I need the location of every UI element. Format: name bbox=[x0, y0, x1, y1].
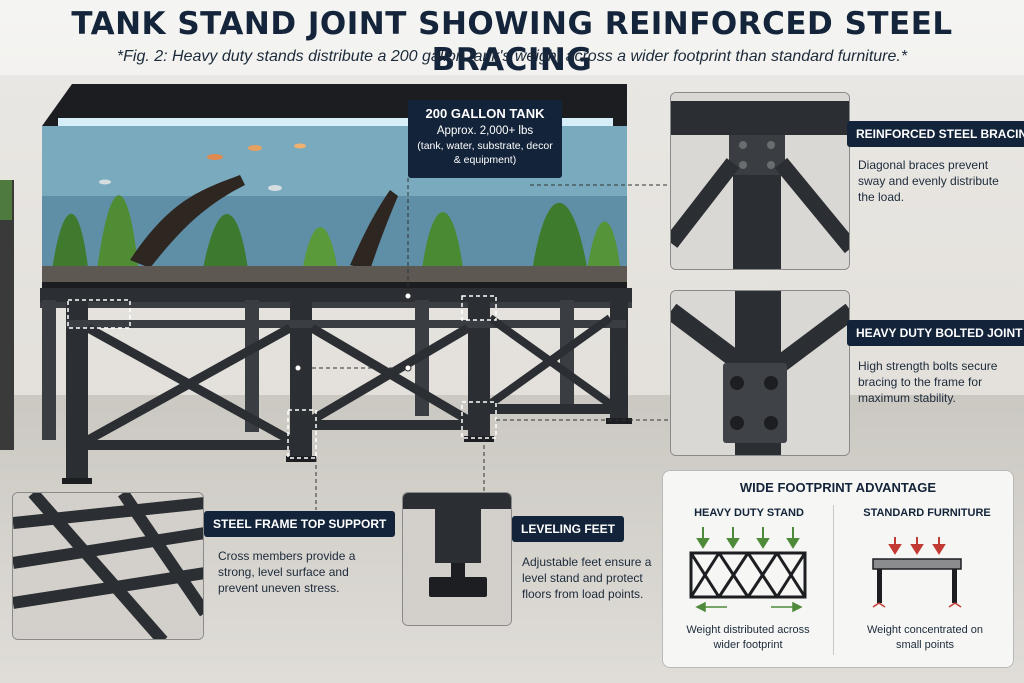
heavy-duty-caption: Weight distributed across wider footprin… bbox=[686, 624, 810, 651]
tank-label-box: 200 GALLON TANK Approx. 2,000+ lbs (tank… bbox=[408, 100, 562, 178]
tank-heading: 200 GALLON TANK bbox=[425, 106, 545, 121]
tank-weight: Approx. 2,000+ lbs bbox=[436, 125, 534, 137]
heavy-duty-label: HEAVY DUTY STAND bbox=[694, 507, 804, 519]
aquarium-tank bbox=[42, 84, 627, 288]
tank-contents: (tank, water, substrate, decor & equipme… bbox=[417, 140, 553, 166]
standard-furniture-label: STANDARD FURNITURE bbox=[863, 507, 991, 519]
heavy-duty-stand-icon bbox=[689, 551, 807, 599]
top-support-label: STEEL FRAME TOP SUPPORT bbox=[204, 511, 396, 537]
leader-lines bbox=[298, 178, 670, 510]
bracing-description: Diagonal braces prevent sway and evenly … bbox=[858, 158, 999, 204]
standard-furniture-icon bbox=[872, 558, 962, 603]
plant-decor bbox=[0, 180, 12, 220]
top-support-closeup bbox=[13, 493, 203, 639]
panel-divider bbox=[833, 505, 834, 655]
footprint-comparison-panel: WIDE FOOTPRINT ADVANTAGE HEAVY DUTY STAN… bbox=[662, 470, 1014, 668]
page-subtitle: *Fig. 2: Heavy duty stands distribute a … bbox=[116, 48, 908, 65]
bolted-joint-description: High strength bolts secure bracing to th… bbox=[858, 359, 998, 405]
standard-furniture-caption: Weight concentrated on small points bbox=[867, 624, 983, 651]
distributed-load-arrows bbox=[696, 527, 800, 549]
leveling-feet-description: Adjustable feet ensure a level stand and… bbox=[522, 555, 652, 601]
bracing-label: REINFORCED STEEL BRACING bbox=[847, 121, 1024, 147]
top-support-description: Cross members provide a strong, level su… bbox=[218, 549, 356, 595]
top-support-inset-photo bbox=[12, 492, 204, 640]
highlight-boxes bbox=[67, 295, 497, 459]
footprint-spread-arrows bbox=[695, 601, 803, 613]
wall-shelf bbox=[0, 180, 14, 450]
bracing-inset-photo bbox=[670, 92, 850, 270]
bolted-joint-closeup bbox=[671, 291, 849, 455]
point-load-marks bbox=[872, 602, 962, 608]
concentrated-load-arrows bbox=[888, 537, 946, 555]
steel-stand bbox=[40, 288, 632, 484]
footprint-diagrams bbox=[689, 527, 962, 613]
footprint-title: WIDE FOOTPRINT ADVANTAGE bbox=[739, 480, 937, 495]
leveling-feet-label: LEVELING FEET bbox=[512, 516, 625, 542]
leveling-feet-inset-photo bbox=[402, 492, 512, 626]
bolted-joint-inset-photo bbox=[670, 290, 850, 456]
leveling-feet-closeup bbox=[403, 493, 511, 625]
page-title: TANK STAND JOINT SHOWING REINFORCED STEE… bbox=[71, 6, 953, 78]
bolted-joint-label: HEAVY DUTY BOLTED JOINT bbox=[847, 320, 1024, 346]
bracing-closeup bbox=[671, 93, 849, 269]
